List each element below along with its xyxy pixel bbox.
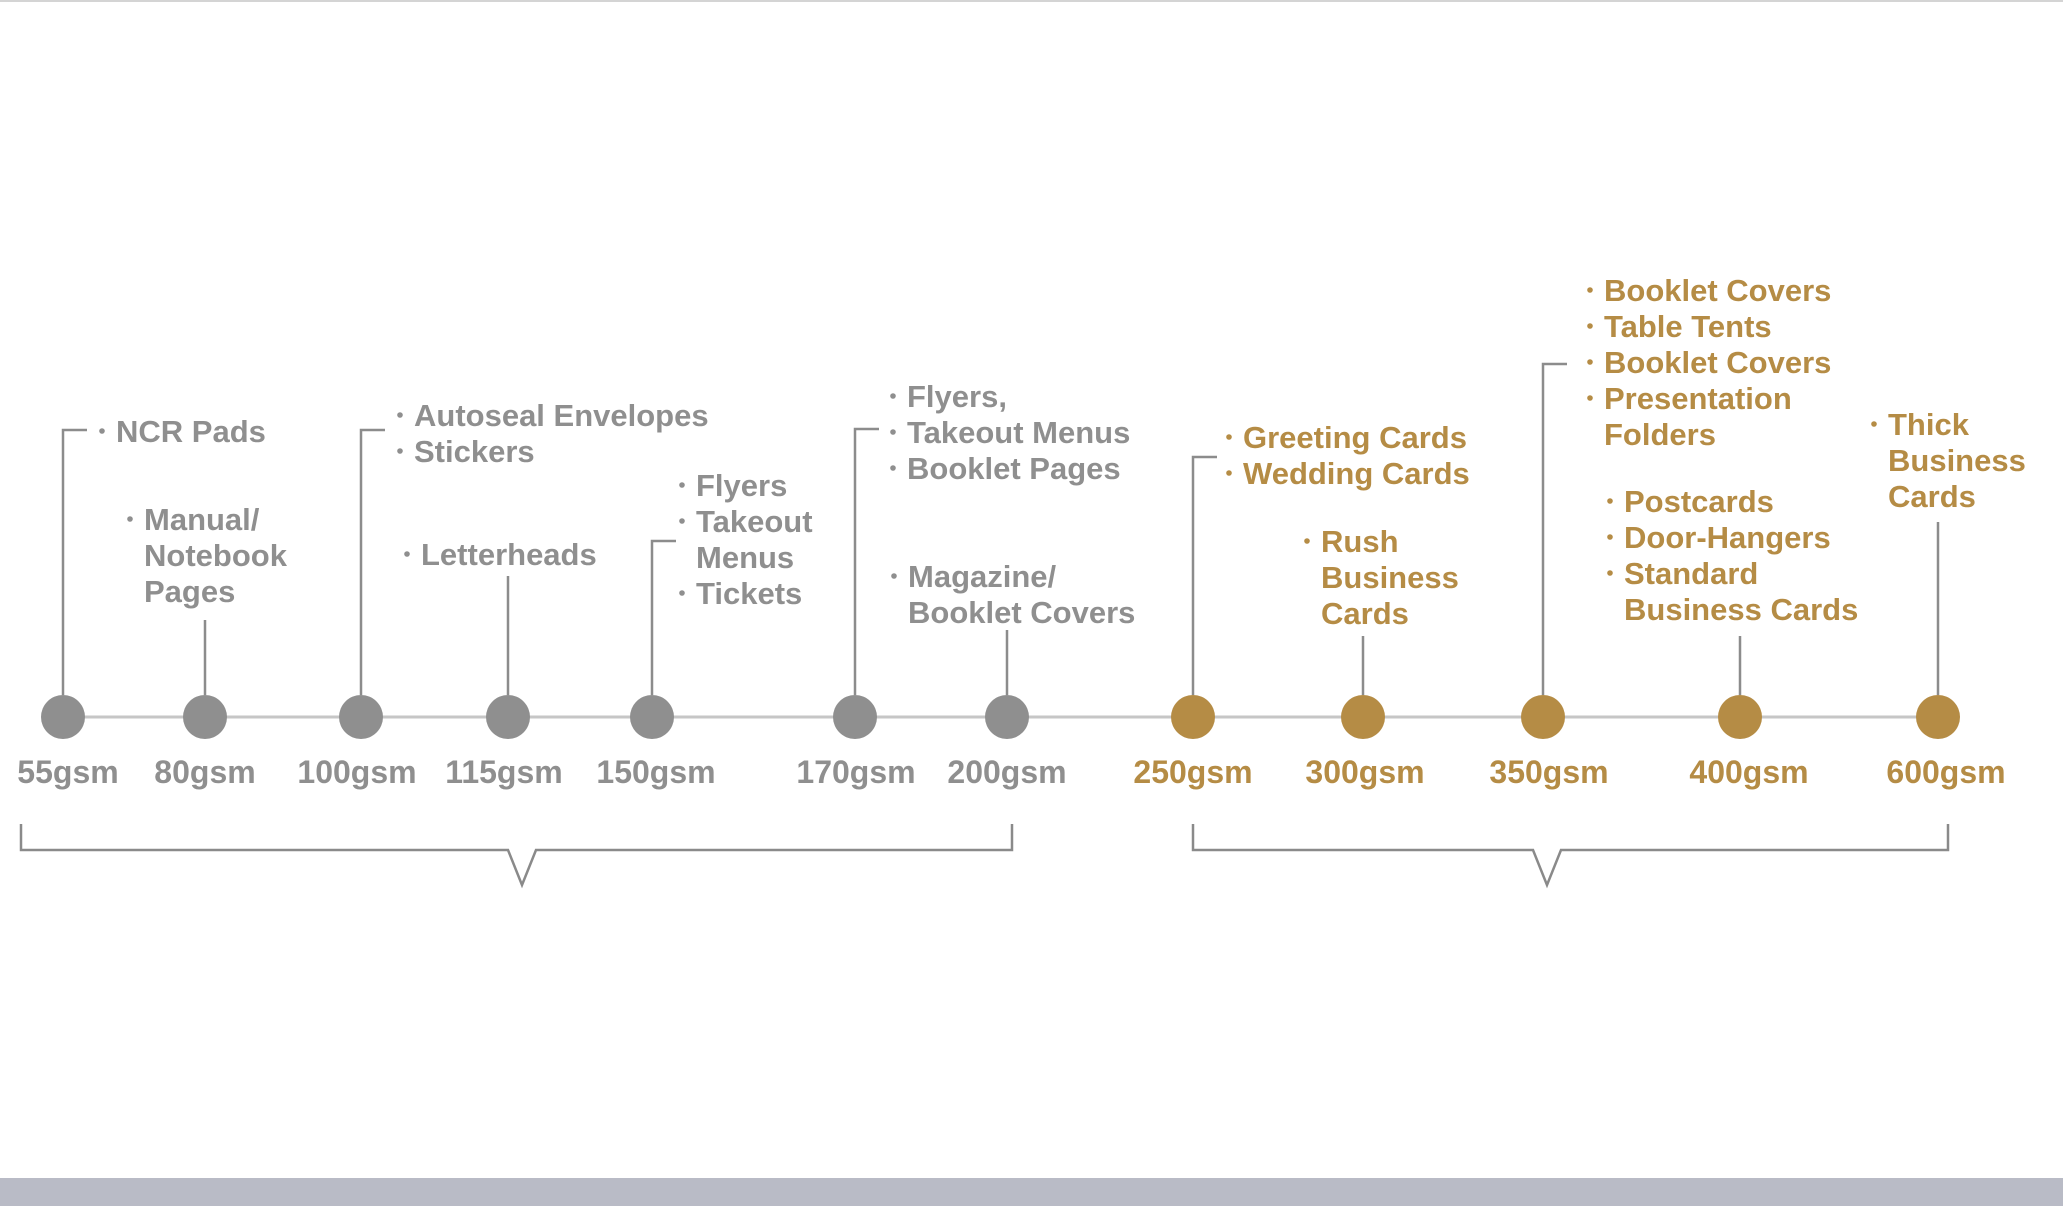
weight-labels: 55gsm 80gsm 100gsm 115gsm 150gsm 170gsm 200gsm… (17, 754, 2005, 790)
usage-label: Takeout (696, 504, 813, 539)
usage-label: Door-Hangers (1624, 520, 1831, 555)
bullet-icon (1226, 434, 1232, 440)
weight-label: 100gsm (297, 754, 416, 790)
usage-label: Business Cards (1624, 592, 1858, 627)
usage-label: Pages (144, 574, 235, 609)
bullet-icon (1607, 498, 1613, 504)
weight-label: 350gsm (1489, 754, 1608, 790)
weight-label: 200gsm (947, 754, 1066, 790)
usage-label: Flyers, (907, 379, 1007, 414)
usage-label: Flyers (696, 468, 787, 503)
bullet-icon (679, 518, 685, 524)
usage-label: Table Tents (1604, 309, 1772, 344)
bullet-icon (1871, 421, 1877, 427)
timeline-marker (183, 695, 227, 739)
bullet-icon (1304, 538, 1310, 544)
usage-label: Booklet Covers (908, 595, 1135, 630)
bullet-icon (404, 551, 410, 557)
usage-label: Stickers (414, 434, 535, 469)
weight-label: 55gsm (17, 754, 118, 790)
bullet-icon (1587, 323, 1593, 329)
weight-label: 80gsm (154, 754, 255, 790)
timeline-marker (985, 695, 1029, 739)
usage-label: Manual/ (144, 502, 260, 537)
weight-label: 150gsm (596, 754, 715, 790)
bullet-icon (1226, 470, 1232, 476)
connector-line (61, 428, 87, 695)
bullet-icon (127, 516, 133, 522)
connector-line (853, 427, 879, 695)
usage-label: Autoseal Envelopes (414, 398, 709, 433)
timeline-marker (833, 695, 877, 739)
usage-label: Postcards (1624, 484, 1774, 519)
usage-label: Business (1321, 560, 1459, 595)
weight-label: 250gsm (1133, 754, 1252, 790)
bullet-icon (99, 428, 105, 434)
usage-label: Cards (1321, 596, 1409, 631)
bullet-icon (1607, 534, 1613, 540)
usage-label: Cards (1888, 479, 1976, 514)
bullet-icon (1587, 287, 1593, 293)
usage-label: Rush (1321, 524, 1399, 559)
group-brackets (19, 824, 1950, 889)
bullet-icon (890, 465, 896, 471)
timeline-marker (486, 695, 530, 739)
bullet-icon (1587, 395, 1593, 401)
usage-label: Folders (1604, 417, 1716, 452)
timeline-marker (339, 695, 383, 739)
connector-lines (61, 362, 1940, 695)
usage-label: NCR Pads (116, 414, 266, 449)
usage-label: Magazine/ (908, 559, 1057, 594)
bullet-icon (890, 429, 896, 435)
bullet-icon (1587, 359, 1593, 365)
top-border (0, 0, 2063, 2)
usage-label: Tickets (696, 576, 802, 611)
usage-label: Presentation (1604, 381, 1792, 416)
timeline-marker (630, 695, 674, 739)
usage-label: Notebook (144, 538, 288, 573)
usage-label: Booklet Pages (907, 451, 1121, 486)
bullet-icon (891, 573, 897, 579)
usage-label: Booklet Covers (1604, 345, 1831, 380)
weight-label: 300gsm (1305, 754, 1424, 790)
connector-line (1191, 455, 1217, 695)
usage-label: Booklet Covers (1604, 273, 1831, 308)
timeline-markers (41, 695, 1960, 739)
timeline-marker (1718, 695, 1762, 739)
usage-label: Business (1888, 443, 2026, 478)
usage-label: Takeout Menus (907, 415, 1130, 450)
connector-line (359, 428, 385, 695)
connector-line (1541, 362, 1567, 695)
timeline-marker (1916, 695, 1960, 739)
bullet-icon (397, 448, 403, 454)
bullet-icon (679, 590, 685, 596)
connector-line (650, 539, 676, 695)
gold-group-bracket (1191, 824, 1950, 889)
weight-label: 400gsm (1689, 754, 1808, 790)
usage-label: Thick (1888, 407, 1970, 442)
usage-label: Standard (1624, 556, 1758, 591)
usage-label: Greeting Cards (1243, 420, 1467, 455)
bullet-icon (679, 482, 685, 488)
usage-label: Wedding Cards (1243, 456, 1470, 491)
timeline-marker (41, 695, 85, 739)
bullet-icon (1607, 570, 1613, 576)
usage-label: Letterheads (421, 537, 597, 572)
timeline-marker (1521, 695, 1565, 739)
timeline-marker (1171, 695, 1215, 739)
grey-group-bracket (19, 824, 1014, 889)
timeline-marker (1341, 695, 1385, 739)
bottom-scrollbar (0, 1178, 2063, 1206)
bullet-icon (397, 412, 403, 418)
weight-label: 600gsm (1886, 754, 2005, 790)
usage-label: Menus (696, 540, 794, 575)
bullet-icon (890, 393, 896, 399)
weight-label: 170gsm (796, 754, 915, 790)
weight-label: 115gsm (445, 754, 562, 790)
